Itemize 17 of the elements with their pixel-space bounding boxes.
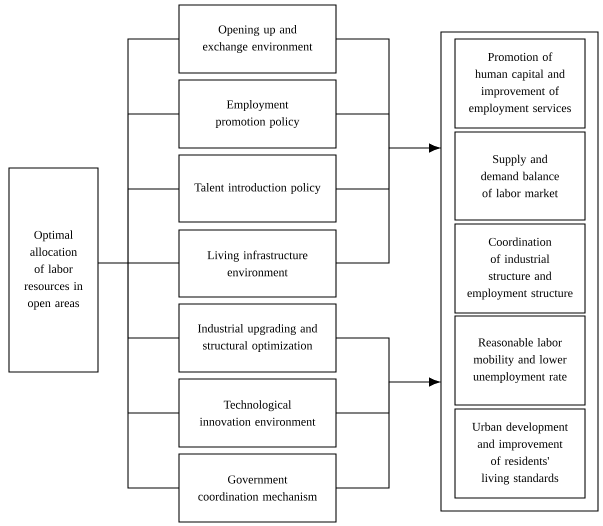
result-box: Supply and demand balance of labor market <box>454 131 586 221</box>
result-box: Coordination of industrial structure and employment structure <box>454 223 586 314</box>
result-box: Promotion of human capital and improvement of employment services <box>454 38 586 129</box>
result-box: Reasonable labor mobility and lower unemployment rate <box>454 315 586 406</box>
result-box: Urban development and improvement of residents' living standards <box>454 408 586 499</box>
connector <box>336 378 440 489</box>
factor-box: Government coordination mechanism <box>178 453 337 523</box>
factor-box: Talent introduction policy <box>178 154 337 223</box>
factor-box: Employment promotion policy <box>178 79 337 149</box>
outcome-frame <box>440 31 599 512</box>
factor-box: Living infrastructure environment <box>178 229 337 298</box>
connector <box>98 262 179 489</box>
factor-box: Technological innovation environment <box>178 378 337 448</box>
factor-box: Opening up and exchange environment <box>178 4 337 74</box>
factor-box: Industrial upgrading and structural optimization <box>178 303 337 373</box>
goal-box: Optimal allocation of labor resources in open areas <box>8 167 99 373</box>
connector <box>336 144 440 264</box>
